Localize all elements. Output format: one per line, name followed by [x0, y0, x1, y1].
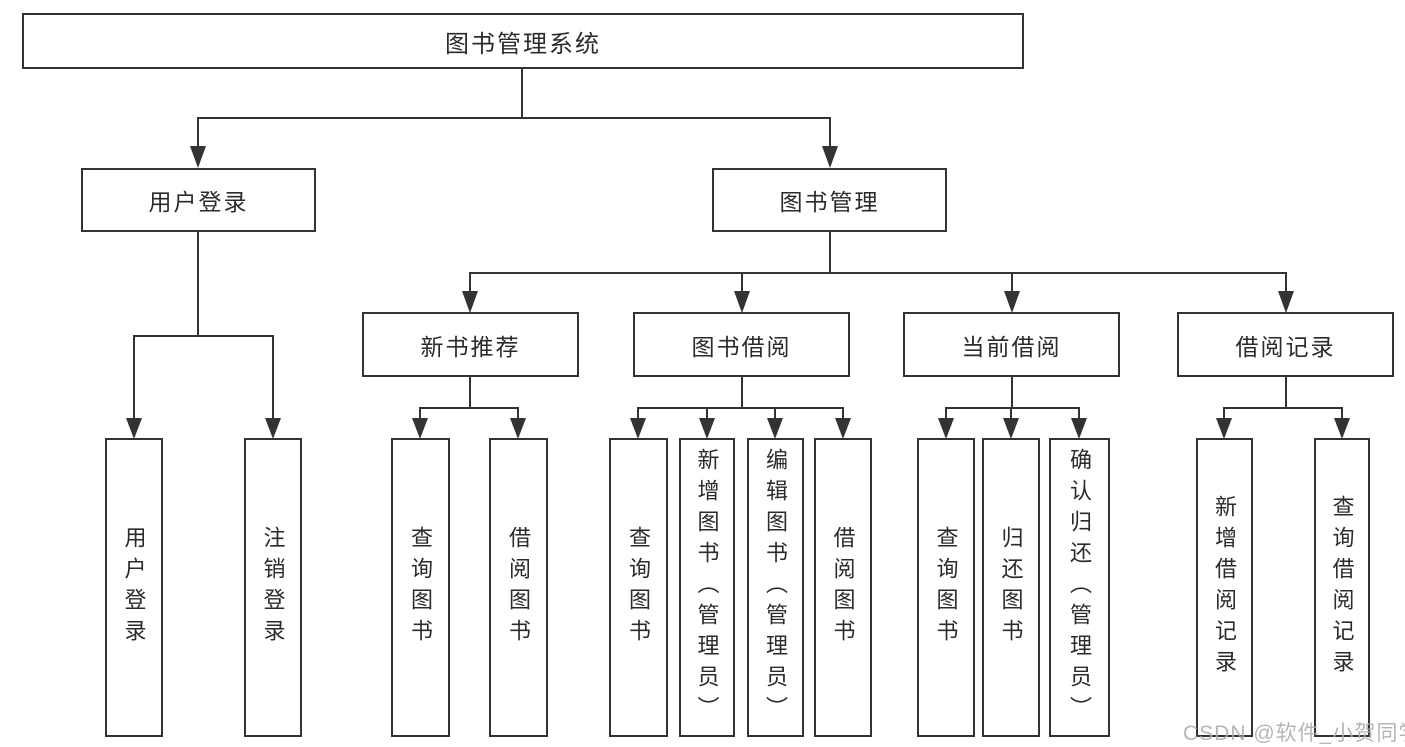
leaf-query-books-1-label: 查询图书	[408, 525, 434, 650]
node-borrow-records-label: 借阅记录	[1235, 333, 1336, 360]
leaf-logout-label: 注销登录	[260, 525, 286, 650]
node-current-borrow-label: 当前借阅	[961, 333, 1062, 360]
leaf-query-books-2-label: 查询图书	[626, 525, 652, 650]
node-book-management: 图书管理	[712, 168, 947, 232]
leaf-query-borrow-record-label: 查询借阅记录	[1329, 494, 1355, 681]
leaf-confirm-return-admin: 确认归还（管理员）	[1049, 438, 1110, 737]
node-library-system-label: 图书管理系统	[445, 30, 601, 58]
leaf-query-borrow-record: 查询借阅记录	[1314, 438, 1370, 737]
node-current-borrow: 当前借阅	[903, 312, 1120, 377]
leaf-borrow-books-2: 借阅图书	[814, 438, 872, 737]
leaf-borrow-books-1-label: 借阅图书	[506, 525, 532, 650]
leaf-add-book-admin-label: 新增图书（管理员）	[694, 448, 720, 727]
node-book-borrow: 图书借阅	[633, 312, 850, 377]
leaf-borrow-books-2-label: 借阅图书	[830, 525, 856, 650]
leaf-user-login: 用户登录	[105, 438, 163, 737]
node-book-borrow-label: 图书借阅	[691, 333, 792, 360]
leaf-add-borrow-record-label: 新增借阅记录	[1212, 494, 1238, 681]
node-user-login-label: 用户登录	[148, 189, 249, 215]
leaf-return-books: 归还图书	[982, 438, 1040, 737]
leaf-add-borrow-record: 新增借阅记录	[1196, 438, 1253, 737]
arrowheads	[126, 146, 1350, 439]
leaf-query-books-3: 查询图书	[917, 438, 975, 737]
leaf-borrow-books-1: 借阅图书	[489, 438, 548, 737]
node-book-management-label: 图书管理	[779, 189, 880, 215]
leaf-add-book-admin: 新增图书（管理员）	[679, 438, 735, 737]
connector-lines	[133, 69, 1343, 420]
node-library-system: 图书管理系统	[22, 13, 1024, 69]
node-new-book-recommend-label: 新书推荐	[420, 333, 521, 360]
node-new-book-recommend: 新书推荐	[362, 312, 579, 377]
leaf-query-books-2: 查询图书	[609, 438, 668, 737]
leaf-edit-book-admin: 编辑图书（管理员）	[747, 438, 804, 737]
leaf-user-login-label: 用户登录	[121, 525, 147, 650]
leaf-confirm-return-admin-label: 确认归还（管理员）	[1067, 448, 1093, 727]
node-borrow-records: 借阅记录	[1177, 312, 1394, 377]
leaf-query-books-1: 查询图书	[391, 438, 450, 737]
leaf-query-books-3-label: 查询图书	[933, 525, 959, 650]
leaf-return-books-label: 归还图书	[998, 525, 1024, 650]
node-user-login: 用户登录	[81, 168, 316, 232]
leaf-logout: 注销登录	[244, 438, 302, 737]
leaf-edit-book-admin-label: 编辑图书（管理员）	[763, 448, 789, 727]
csdn-watermark: CSDN @软件_小贺同学	[1183, 722, 1405, 745]
